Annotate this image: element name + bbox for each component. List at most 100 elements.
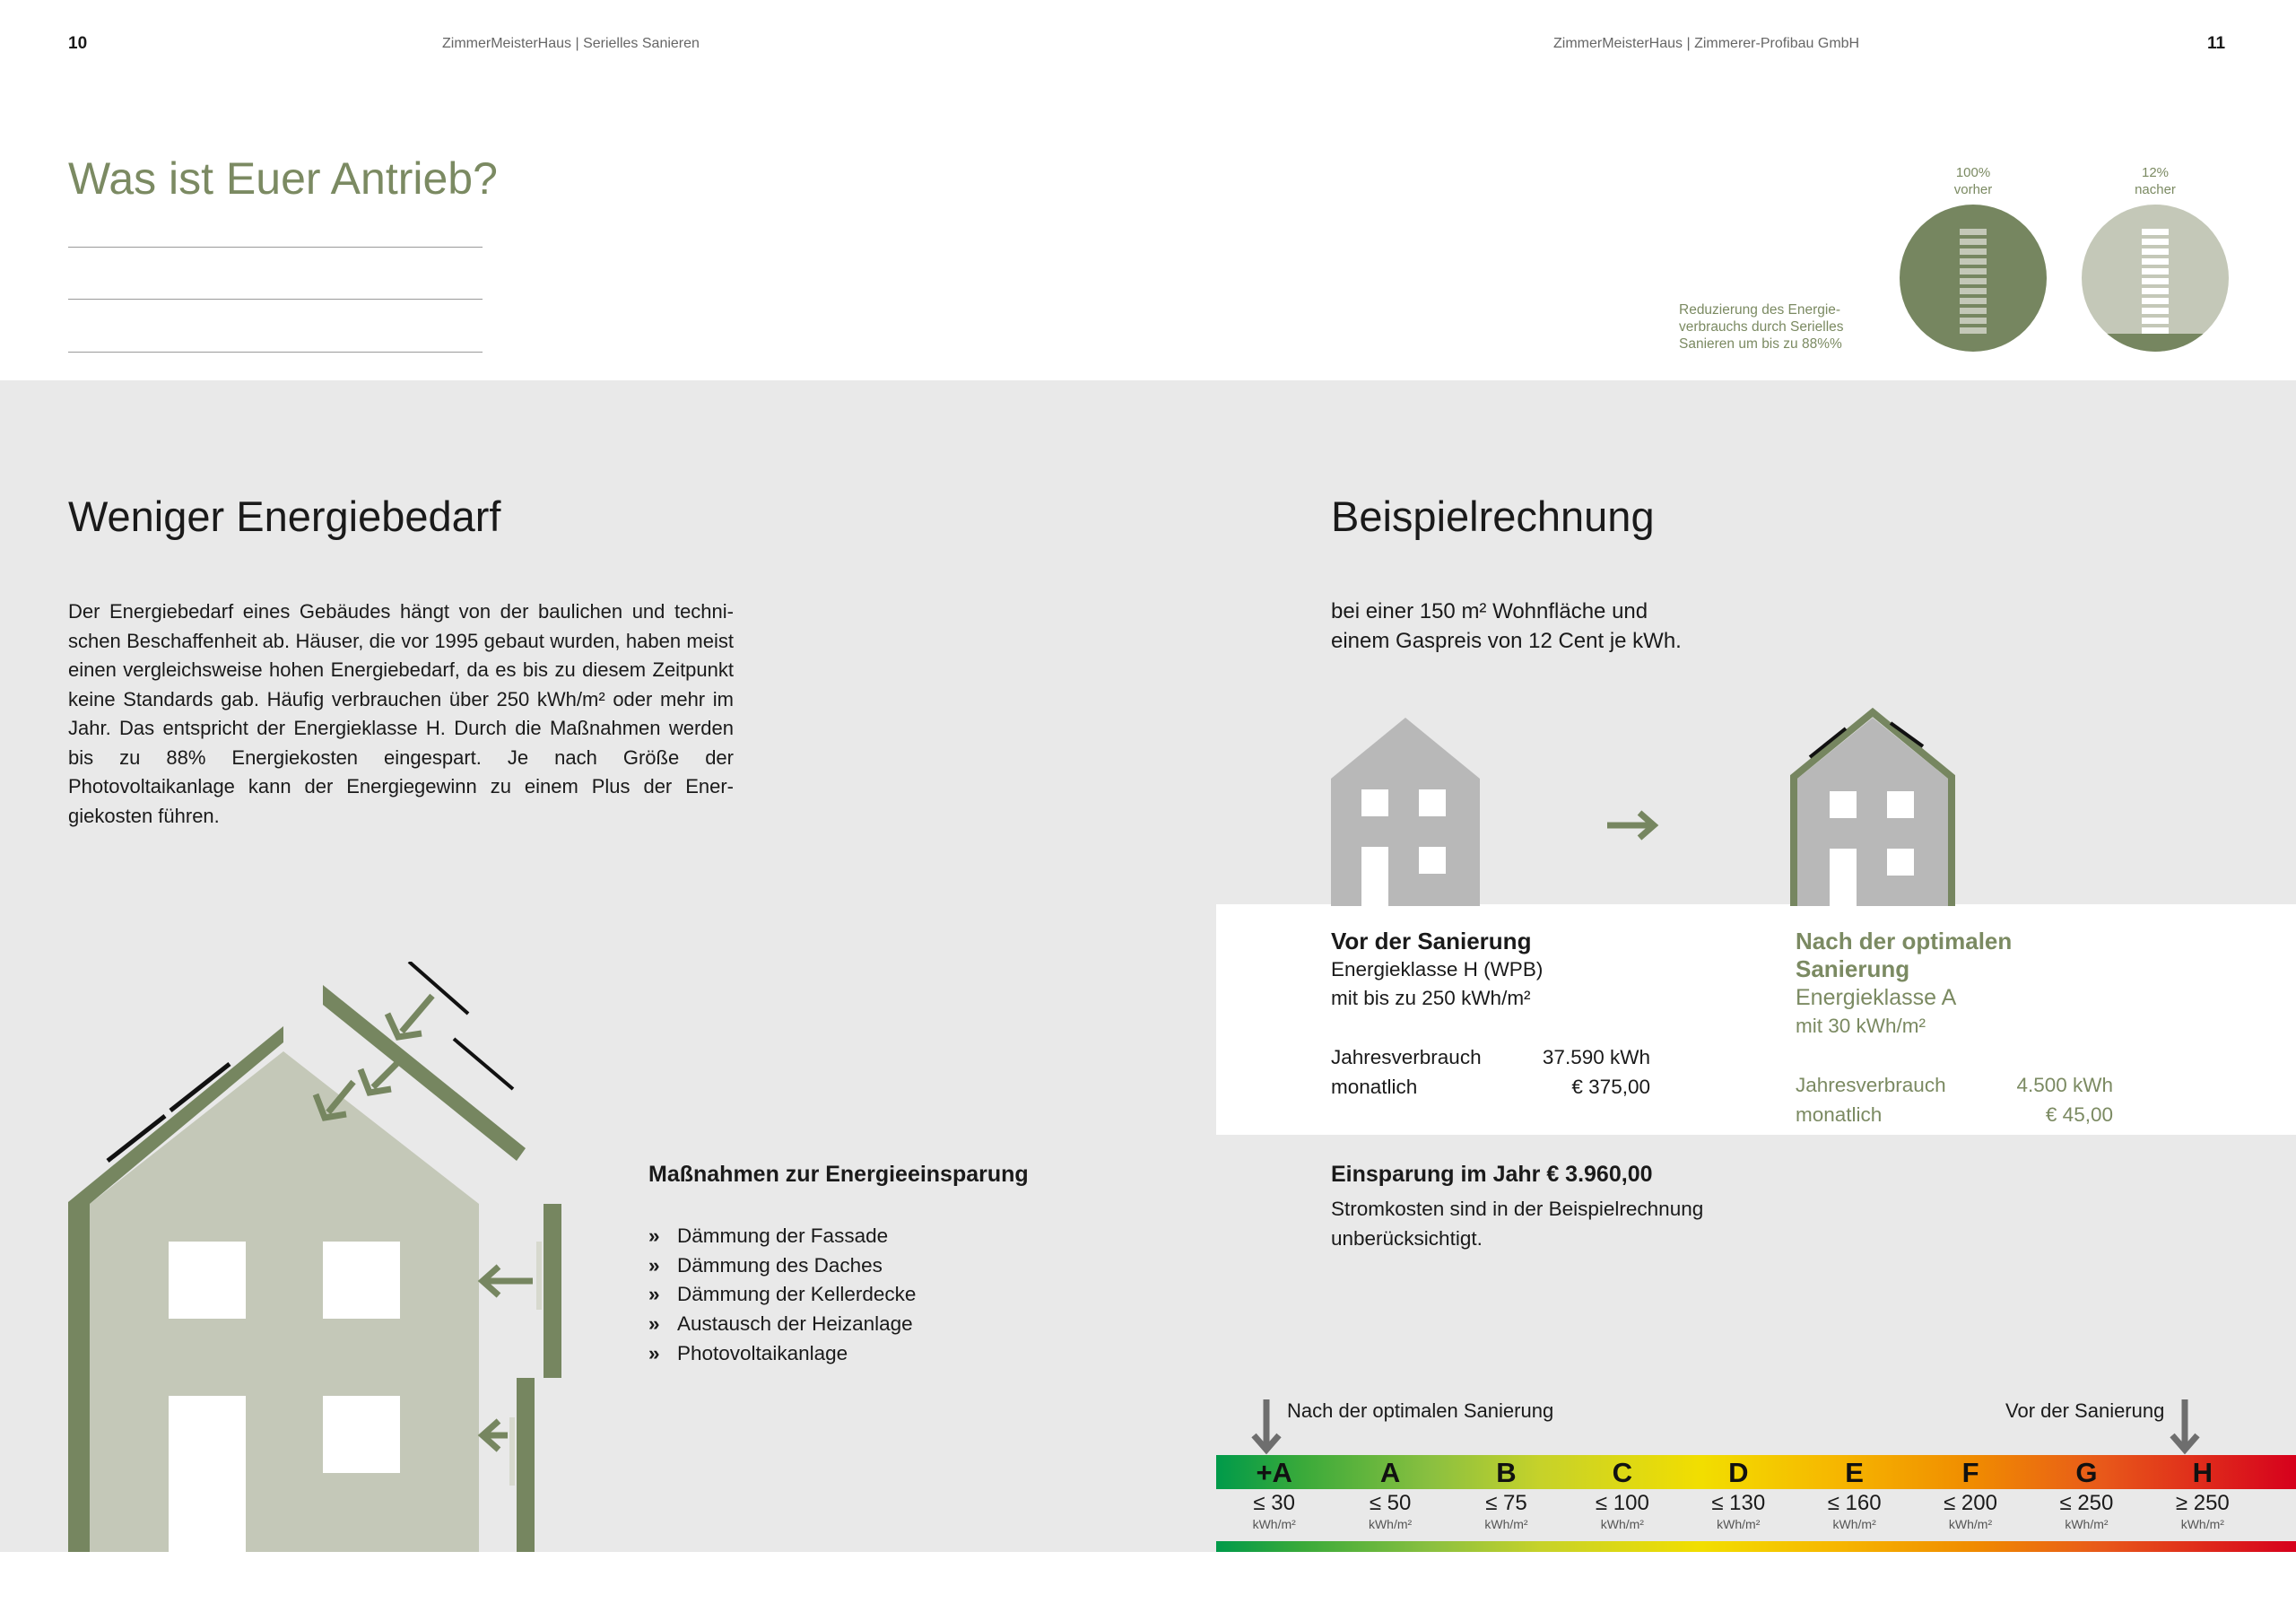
before-month-row: monatlich € 375,00 (1331, 1073, 1650, 1102)
energy-bar-segment (1960, 278, 1987, 284)
energy-value: ≤ 130 (1711, 1491, 1766, 1515)
energy-bar-segment (2142, 268, 2169, 275)
donut-before-percent: 100% (1955, 165, 1991, 180)
measure-label: Austausch der Heizanlage (677, 1312, 913, 1336)
bullet-icon: » (648, 1283, 660, 1306)
energy-bar-segment (1960, 268, 1987, 275)
energy-bar-segment (2142, 239, 2169, 245)
energy-bar-segment (1960, 258, 1987, 265)
before-year-row: Jahresverbrauch 37.590 kWh (1331, 1043, 1650, 1073)
energy-bar-segment (2142, 308, 2169, 314)
list-item: » Dämmung der Fassade (648, 1222, 916, 1251)
energy-class-label: E (1845, 1457, 1864, 1488)
energy-bar-segment (2142, 248, 2169, 255)
energy-unit: kWh/m² (1252, 1517, 1296, 1531)
energy-value-cell: ≤ 30 kWh/m² (1216, 1491, 1332, 1532)
energy-bar-segment (1960, 298, 1987, 304)
energy-bar-segment (1960, 288, 1987, 294)
row-value: € 375,00 (1571, 1075, 1650, 1098)
running-head-right: ZimmerMeisterHaus | Zimmerer-Profibau Gm… (1553, 36, 1860, 51)
house-after-icon (1790, 707, 1955, 906)
energy-before-circle (1900, 205, 2047, 352)
answer-line-1 (68, 247, 483, 248)
energy-class-label: D (1728, 1457, 1749, 1488)
before-column: Vor der Sanierung Energieklasse H (WPB) … (1331, 928, 1650, 1102)
list-item: » Dämmung der Kellerdecke (648, 1280, 916, 1310)
energy-bar-segment (2142, 318, 2169, 324)
energy-bar-segment (1960, 239, 1987, 245)
page-number-left: 10 (68, 34, 88, 53)
bullet-icon: » (648, 1341, 660, 1364)
energy-unit: kWh/m² (1600, 1517, 1644, 1531)
reduction-note-line: verbrauchs durch Serielles (1679, 319, 1844, 335)
row-label: Jahresverbrauch (1796, 1074, 1946, 1096)
energy-value: ≤ 200 (1944, 1491, 1997, 1515)
list-item: » Austausch der Heizanlage (648, 1310, 916, 1339)
energy-after-circle (2082, 205, 2229, 352)
donut-before-caption: vorher (1953, 182, 1993, 197)
example-intro: bei einer 150 m² Wohnfläche und einem Ga… (1331, 597, 1682, 656)
row-label: monatlich (1331, 1075, 1418, 1098)
measure-label: Dämmung der Fassade (677, 1224, 889, 1247)
saving-title: Einsparung im Jahr € 3.960,00 (1331, 1162, 1653, 1187)
energy-value: ≤ 50 (1369, 1491, 1412, 1515)
donut-after-caption: nacher (2135, 182, 2176, 197)
donut-before-label: 100% vorher (1919, 164, 2027, 198)
saving-note-line: Stromkosten sind in der Beispielrechnung (1331, 1198, 1704, 1220)
energy-class-label: +A (1256, 1457, 1292, 1488)
reduction-note-line: Reduzierung des Energie- (1679, 302, 1841, 318)
measures-title: Maßnahmen zur Energieeinsparung (648, 1162, 1029, 1187)
row-value: 4.500 kWh (2016, 1074, 2113, 1096)
energy-bar-segment (1960, 248, 1987, 255)
measures-list: »Dämmung der Fassade »Dämmung des Daches… (648, 1222, 916, 1369)
arrow-down-icon (2170, 1399, 2200, 1455)
page-number-right: 11 (2207, 34, 2226, 53)
energy-bar-segment (2142, 229, 2169, 235)
row-label: Jahresverbrauch (1331, 1046, 1482, 1068)
arrow-down-icon (1251, 1399, 1282, 1455)
energy-class-bar (1216, 1455, 2296, 1489)
energy-class-label: G (2075, 1457, 2098, 1488)
bullet-icon: » (648, 1312, 660, 1336)
section-heading-energy: Weniger Energiebedarf (68, 492, 501, 540)
after-class: Energieklasse A (1796, 985, 1957, 1010)
after-usage: mit 30 kWh/m² (1796, 1015, 1926, 1037)
row-value: 37.590 kWh (1542, 1046, 1650, 1068)
energy-value: ≥ 250 (2175, 1491, 2230, 1515)
saving-note-line: unberücksichtigt. (1331, 1226, 1483, 1250)
running-head-left: ZimmerMeisterHaus | Serielles Sanieren (442, 36, 700, 51)
energy-value-cell: ≤ 200 kWh/m² (1912, 1491, 2028, 1532)
energy-unit: kWh/m² (1717, 1517, 1761, 1531)
after-year-row: Jahresverbrauch 4.500 kWh (1796, 1071, 2113, 1101)
energy-bar-segment (2142, 258, 2169, 265)
list-item: »Photovoltaikanlage (648, 1339, 916, 1369)
energy-bar-segment (1960, 318, 1987, 324)
after-month-row: monatlich€ 45,00 (1796, 1101, 2113, 1130)
energy-bar-segment (2142, 298, 2169, 304)
bullet-icon: » (648, 1224, 660, 1247)
energy-bar-segment (1960, 229, 1987, 235)
donut-after-percent: 12% (2141, 165, 2170, 180)
energy-value: ≤ 30 (1253, 1491, 1295, 1515)
answer-line-3 (68, 352, 483, 353)
list-item: »Dämmung des Daches (648, 1251, 916, 1281)
after-title: Nach der optimalen Sanierung (1796, 928, 2013, 982)
energy-before-bars (1960, 229, 1987, 334)
intro-line: einem Gaspreis von 12 Cent je kWh. (1331, 629, 1682, 653)
energy-class-labels: +A A B C D E F G H (1216, 1455, 2296, 1489)
measure-label: Dämmung der Kellerdecke (677, 1283, 917, 1306)
house-insulation-illustration (68, 962, 561, 1552)
energy-unit: kWh/m² (1948, 1517, 1993, 1531)
reduction-note-line: Sanieren um bis zu 88%% (1679, 336, 1842, 352)
measure-label: Dämmung des Daches (677, 1253, 883, 1277)
section-heading-example: Beispielrechnung (1331, 492, 1655, 540)
intro-line: bei einer 150 m² Wohnfläche und (1331, 599, 1648, 623)
energy-class-label: H (2192, 1457, 2213, 1488)
scale-before-caption: Vor der Sanierung (2005, 1399, 2165, 1422)
energy-class-label: A (1379, 1457, 1401, 1488)
energy-bar-segment (2142, 288, 2169, 294)
reduction-note: Reduzierung des Energie- verbrauchs durc… (1679, 301, 1885, 353)
energy-class-label: B (1496, 1457, 1517, 1488)
